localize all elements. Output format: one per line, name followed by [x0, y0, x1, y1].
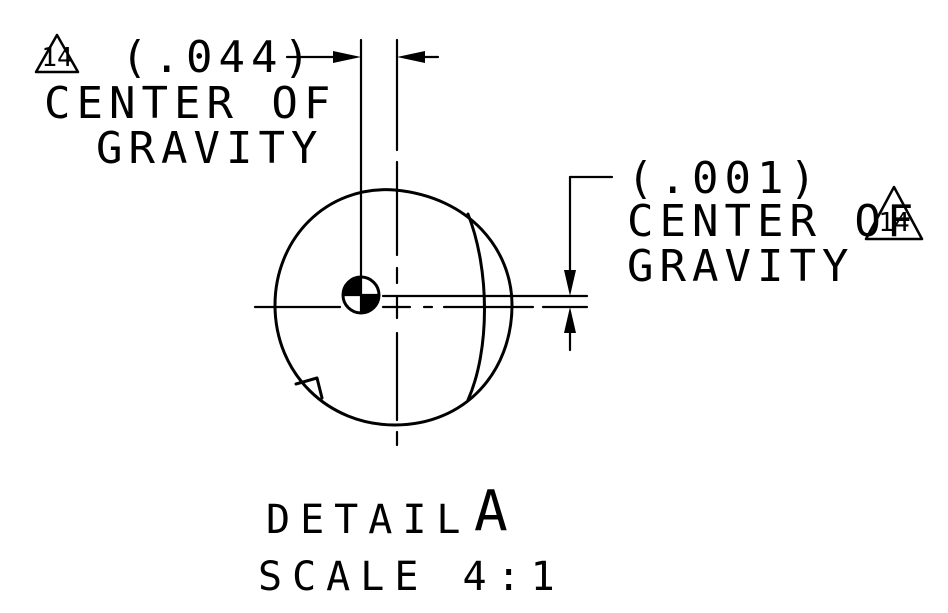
centerlines	[253, 38, 589, 447]
right-callout: (.001) CENTER OF GRAVITY 14	[627, 153, 924, 292]
detail-title: DETAIL A SCALE 4:1	[258, 479, 565, 600]
flag-note-number: 14	[41, 43, 72, 73]
callout-label-line2: GRAVITY	[627, 241, 854, 292]
vertical-offset-dimension	[381, 175, 614, 352]
horizontal-offset-dimension	[285, 38, 440, 279]
center-of-gravity-symbol	[341, 275, 381, 315]
left-callout: 14 (.044) CENTER OF GRAVITY	[34, 32, 336, 174]
detail-scale: SCALE 4:1	[258, 554, 565, 600]
dimension-value: (.044)	[121, 32, 316, 83]
flag-note-triangle-right: 14	[864, 185, 924, 241]
dimension-value: (.001)	[627, 153, 822, 204]
part-outline	[273, 188, 514, 427]
detail-label: DETAIL	[266, 497, 471, 543]
callout-label-line2: GRAVITY	[96, 123, 323, 174]
callout-label-line1: CENTER OF	[44, 78, 336, 129]
flag-note-triangle-left: 14	[34, 33, 80, 74]
detail-letter: A	[474, 479, 508, 544]
flag-note-number: 14	[878, 208, 909, 238]
